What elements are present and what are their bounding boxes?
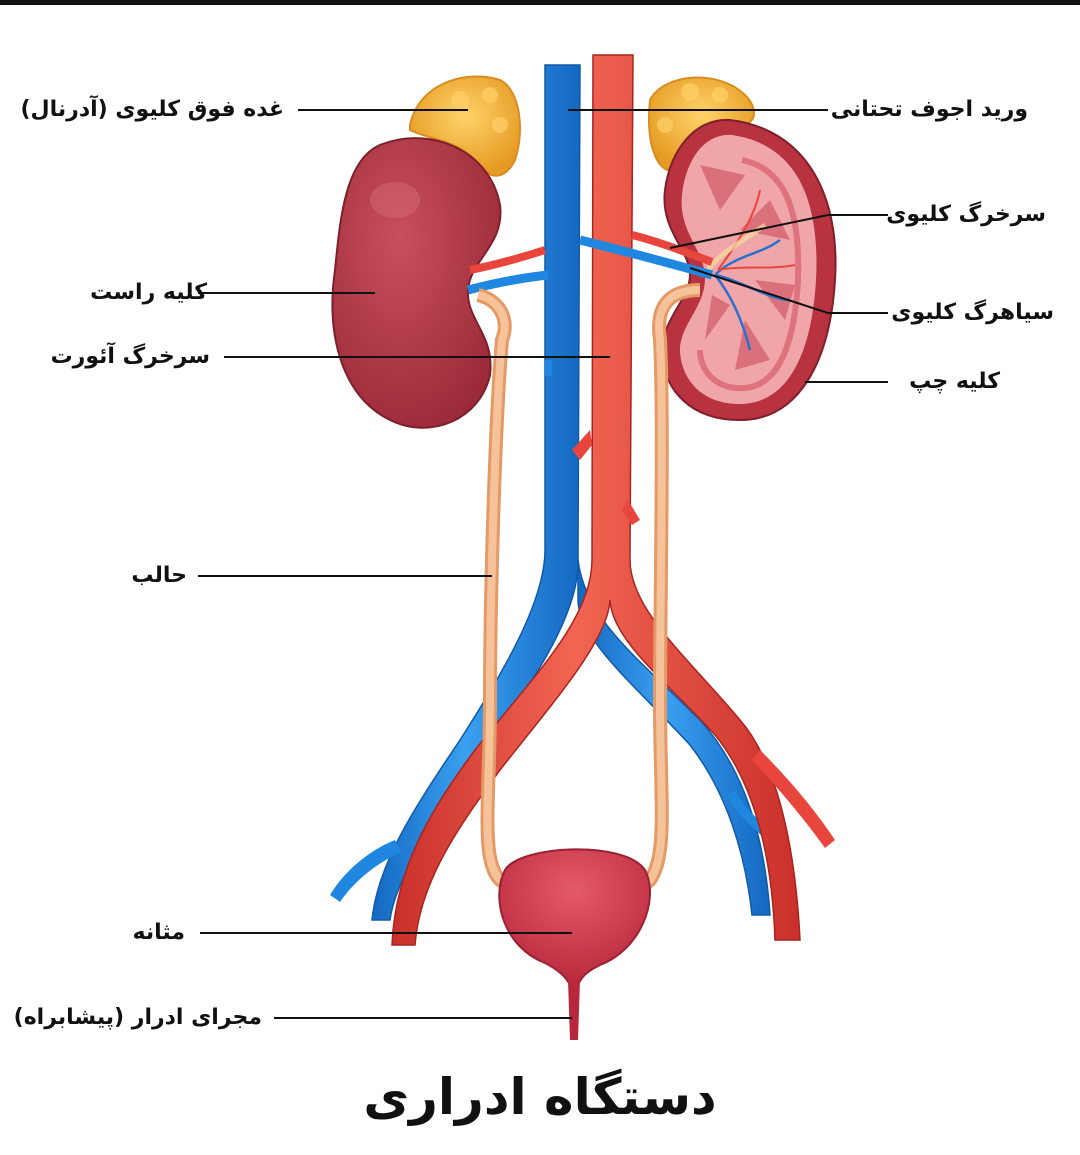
bladder <box>498 848 651 986</box>
label-inferior-vena-cava: ورید اجوف تحتانی <box>830 97 1028 122</box>
label-left-kidney: کلیه چپ <box>909 369 1000 394</box>
left-kidney-cross-section <box>660 118 837 422</box>
leader-renal-vein <box>689 267 888 314</box>
left-adrenal-gland <box>648 76 755 172</box>
label-bladder: مثانه <box>132 920 185 945</box>
label-renal-vein: سیاهرگ کلیوی <box>891 300 1054 325</box>
top-border <box>0 0 1080 5</box>
diagram-title: دستگاه ادراری <box>363 1068 717 1126</box>
label-ureter: حالب <box>131 563 187 588</box>
urethra <box>568 980 580 1040</box>
label-renal-artery: سرخرگ کلیوی <box>886 202 1046 227</box>
leader-renal-artery <box>669 214 888 249</box>
right-kidney <box>331 137 502 429</box>
leader-lines <box>198 109 888 1019</box>
label-right-kidney: کلیه راست <box>90 280 207 305</box>
label-aorta: سرخرگ آئورت <box>50 344 210 369</box>
label-urethra: مجرای ادرار (پیشابراه) <box>13 1005 262 1030</box>
aorta <box>391 54 835 946</box>
label-adrenal-gland: غده فوق کلیوی (آدرنال) <box>20 97 285 122</box>
renal-vessels <box>466 231 714 295</box>
ureters <box>475 283 701 895</box>
